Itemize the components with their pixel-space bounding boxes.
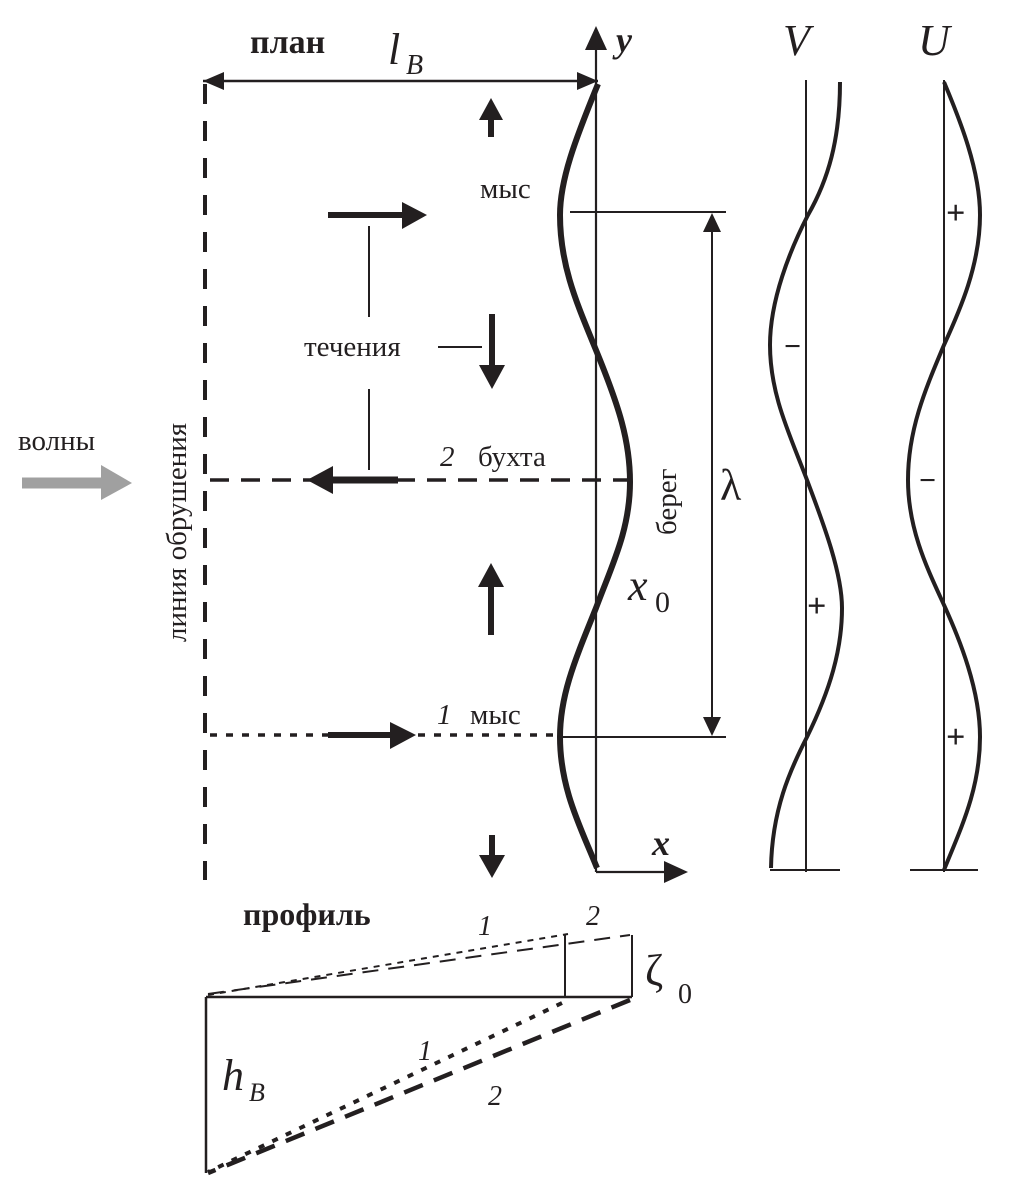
breaker-line-label: линия обрушения [161,423,193,642]
current-arrow-right-bottom [328,722,416,749]
current-arrow-up-top [479,98,503,137]
v-sign-minus: − [784,330,801,363]
u-sign-minus: − [919,464,936,497]
depth-label: h [222,1051,244,1100]
upper-label-2: 2 [586,901,600,932]
lower-label-2: 2 [488,1081,502,1112]
current-arrow-down-bottom [479,835,505,878]
plan-title: план [250,24,325,61]
v-profile-label: V [783,16,815,65]
setup-subscript: 0 [678,979,692,1010]
depth-subscript: B [249,1078,265,1107]
setup-label: ζ [645,946,663,995]
x-axis-label: x [651,823,670,863]
rip-current-arrow-left [307,466,398,494]
u-sign-plus-bottom: + [946,719,965,756]
shore-label: берег [651,468,683,535]
wavelength-label: λ [720,461,742,510]
bay-number: 2 [440,441,455,473]
shore-offset-subscript: 0 [655,586,670,619]
cape-bottom-label: мыс [470,699,521,731]
shoreline-curve [556,82,634,870]
current-arrow-up-lower [478,563,504,635]
breaker-width-subscript: B [406,50,423,81]
current-arrow-right-top [328,202,427,229]
y-axis [585,26,607,872]
lower-label-1: 1 [418,1036,432,1067]
bottom-profile-1 [207,1001,563,1174]
setup-line-2 [207,934,631,995]
u-profile-curve [905,81,983,871]
y-axis-label: y [612,20,633,60]
profile-title: профиль [243,896,371,932]
wavelength-dimension [703,213,721,736]
x-axis [596,861,688,883]
current-arrow-down-mid [479,314,505,389]
breaker-width-dimension [203,72,598,90]
shore-offset-label: x [627,561,648,610]
bottom-profile-2 [207,997,631,1176]
bay-label: бухта [478,441,546,473]
waves-arrow-icon [22,465,132,500]
v-profile-curve [767,81,845,869]
upper-label-1: 1 [478,911,492,942]
cape-bottom-number: 1 [437,699,452,731]
u-profile-label: U [918,16,953,65]
cape-top-label: мыс [480,173,531,205]
waves-label: волны [18,425,95,457]
v-sign-plus: + [807,588,826,625]
u-sign-plus-top: + [946,195,965,232]
currents-label: течения [304,331,401,363]
breaker-width-label: l [388,25,400,74]
